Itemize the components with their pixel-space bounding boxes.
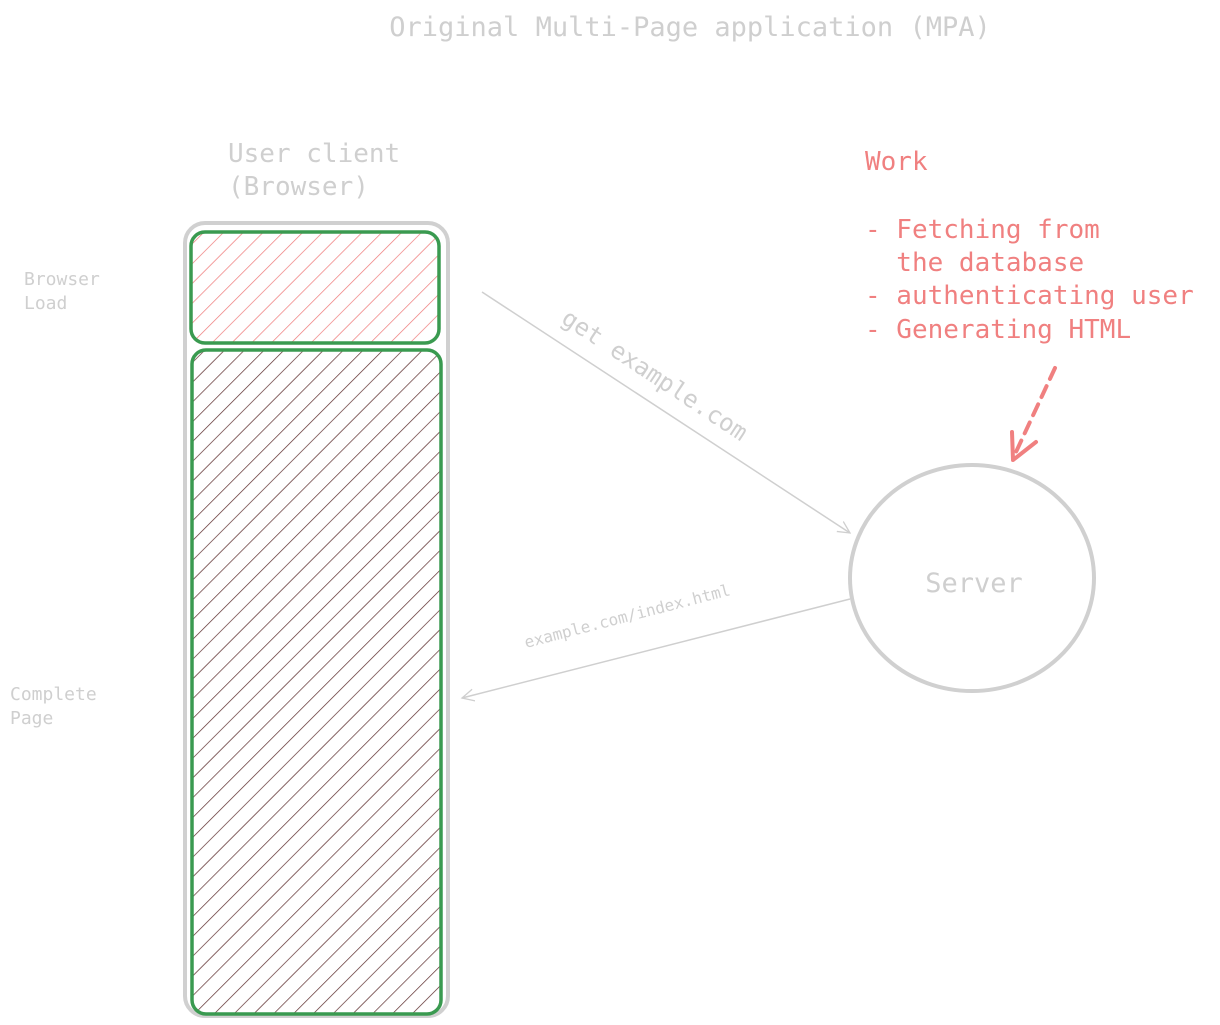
browser-load-label-line2: Load (24, 293, 67, 314)
work-heading: Work (865, 147, 928, 177)
complete-page-label-line1: Complete (10, 684, 97, 705)
work-arrow-head (1010, 430, 1038, 462)
work-line-2: the database (865, 248, 1084, 278)
diagram-title: Original Multi-Page application (MPA) (389, 12, 990, 43)
browser-load-block (189, 230, 441, 345)
work-line-1: - Fetching from (865, 215, 1100, 245)
request-arrow (481, 291, 850, 533)
work-line-4: - Generating HTML (865, 315, 1131, 345)
response-label: example.com/index.html (522, 580, 732, 651)
complete-page-label-line2: Page (10, 708, 53, 729)
client-label-line1: User client (228, 139, 400, 169)
response-arrow (462, 598, 851, 698)
server-circle (848, 463, 1096, 693)
server-label: Server (925, 568, 1023, 599)
client-label-line2: (Browser) (228, 172, 369, 202)
browser-frame (183, 221, 450, 1018)
browser-load-label-line1: Browser (24, 269, 100, 290)
work-arrow (1014, 366, 1057, 454)
request-label: get example.com (557, 304, 753, 447)
complete-page-block (190, 348, 443, 1016)
work-line-3: - authenticating user (865, 281, 1194, 311)
